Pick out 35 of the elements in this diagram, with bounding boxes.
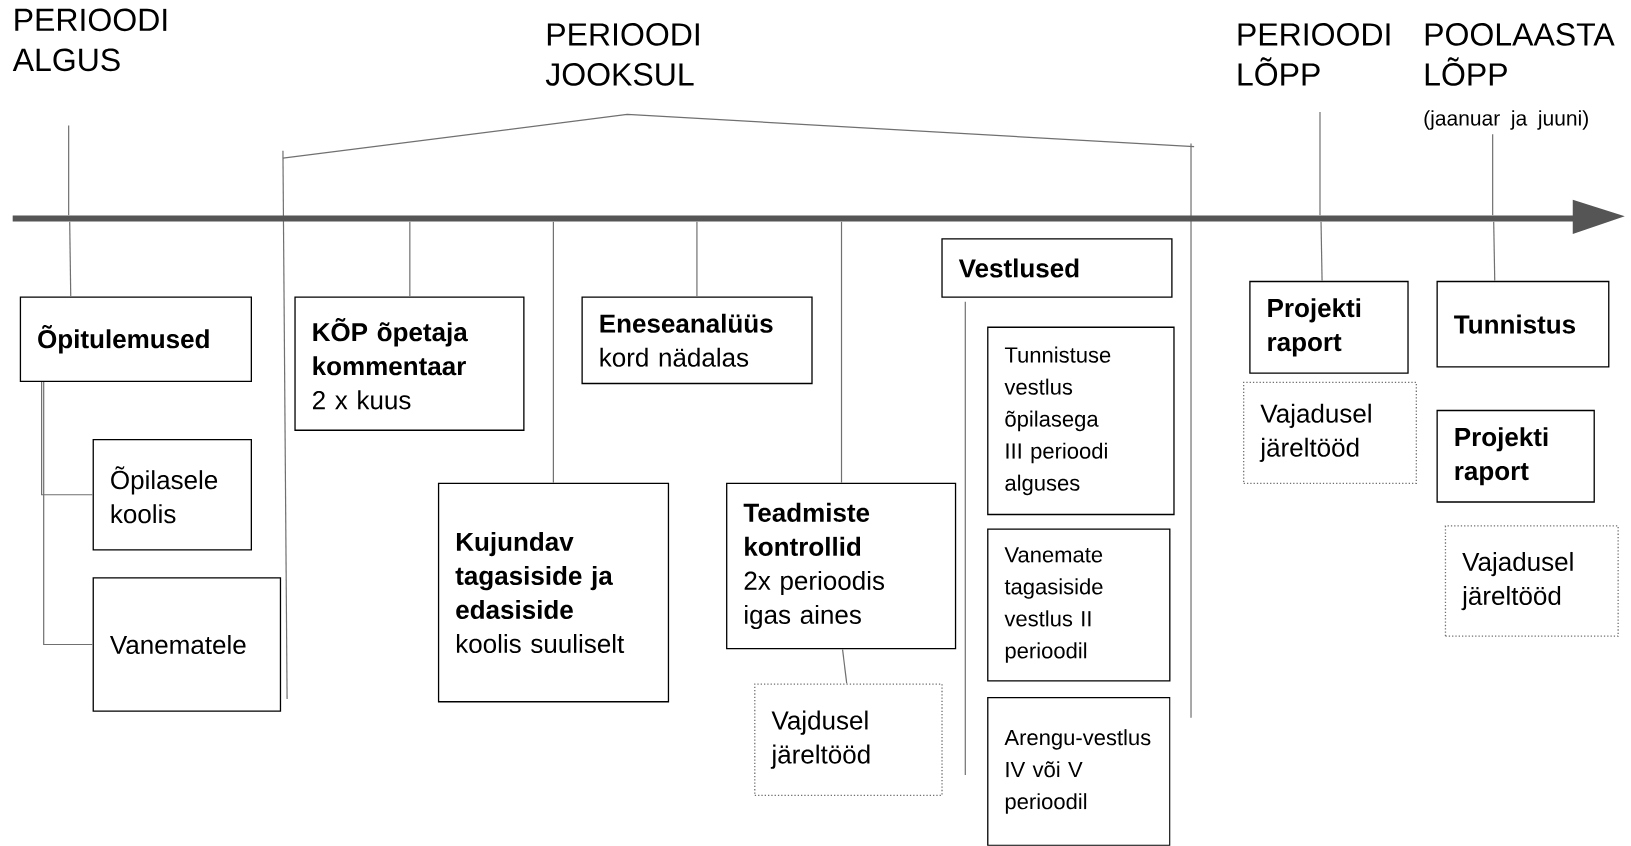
connector-line [409,221,411,298]
phase-heading: POOLAASTA LÕPP (jaanuar ja juuni) [1424,23,1615,130]
timeline-arrow [12,199,1625,235]
topic-box: KÕP õpetaja kommentaar 2 x kuus [294,296,525,432]
text-box: Vanemate tagasiside vestlus II perioodil [987,528,1171,682]
topic-box: Tunnistus [1436,281,1610,368]
connector-line [41,381,94,496]
connector-line [841,648,848,685]
text-box: Tunnistuse vestlus õpilasega III perioodi alguses [987,326,1175,516]
connector-line [69,221,72,298]
phase-heading: PERIOODI JOOKSUL [545,23,699,86]
topic-box: Kujundav tagasiside ja edasiside koolis suuliselt [437,482,670,703]
topic-box: Vestlused [941,238,1173,298]
topic-box: Teadmiste kontrollid 2x perioodis igas aines [726,482,957,650]
text-box: Vanematele [92,577,282,712]
topic-box: Projekti raport [1436,410,1595,503]
connector-line [1493,221,1496,282]
dotted-box: Vajdusel järeltööd [754,683,943,797]
connector-line [840,221,843,484]
connector-line [696,221,698,298]
topic-box: Projekti raport [1249,281,1409,374]
connector-line [552,221,554,484]
connector-line [1320,221,1323,282]
topic-box: Eneseanalüüs kord nädalas [581,296,813,385]
phase-heading: PERIOODI ALGUS [12,8,167,72]
dotted-box: Vajadusel järeltööd [1444,525,1619,637]
text-box: Arengu-vestlus IV või V perioodil [987,697,1171,846]
topic-box: Õpitulemused [19,296,252,383]
phase-heading: PERIOODI LÕPP [1238,23,1390,86]
connector-line [43,381,94,646]
dotted-box: Vajadusel järeltööd [1243,381,1417,485]
connector-line [1492,133,1494,216]
connector-line [1319,111,1321,216]
connector-line [68,125,70,216]
text-box: Õpilasele koolis [92,439,252,551]
